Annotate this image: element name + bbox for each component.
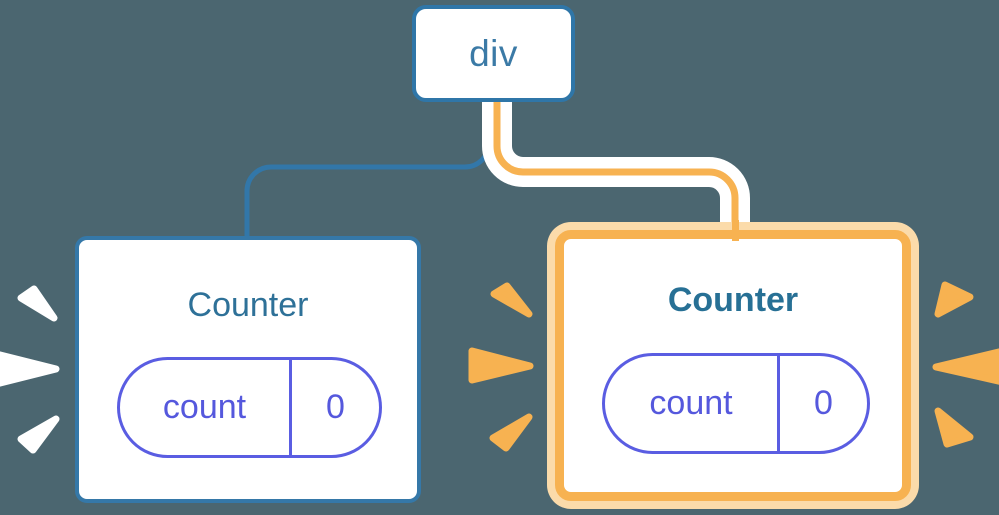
spark-icon xyxy=(17,415,60,454)
root-node-div: div xyxy=(412,5,575,102)
state-pill: count 0 xyxy=(117,357,382,458)
spark-icon xyxy=(17,285,58,322)
counter-title: Counter xyxy=(187,286,309,324)
spark-burst-right-counter-left xyxy=(468,282,534,452)
connector-right-stub xyxy=(732,220,739,241)
spark-burst-right-counter-right xyxy=(932,281,999,448)
spark-icon xyxy=(490,282,533,318)
connector-right-edge xyxy=(493,98,739,232)
spark-icon xyxy=(489,413,533,452)
state-key: count xyxy=(605,356,780,451)
counter-card-left: Counter count 0 xyxy=(75,236,421,503)
spark-icon xyxy=(468,347,534,384)
spark-icon xyxy=(932,348,999,385)
state-key: count xyxy=(120,360,292,455)
spark-icon xyxy=(934,407,974,448)
connector-left-edge xyxy=(244,98,492,242)
connector-right-casing xyxy=(482,98,750,232)
root-node-label: div xyxy=(469,32,518,74)
state-value: 0 xyxy=(814,384,833,422)
spark-burst-left-counter xyxy=(0,285,60,454)
spark-icon xyxy=(934,281,974,318)
counter-card-right-highlighted: Counter count 0 xyxy=(555,230,911,501)
counter-title: Counter xyxy=(667,281,799,319)
spark-icon xyxy=(0,351,60,387)
state-value: 0 xyxy=(326,388,345,426)
state-pill: count 0 xyxy=(602,353,870,454)
